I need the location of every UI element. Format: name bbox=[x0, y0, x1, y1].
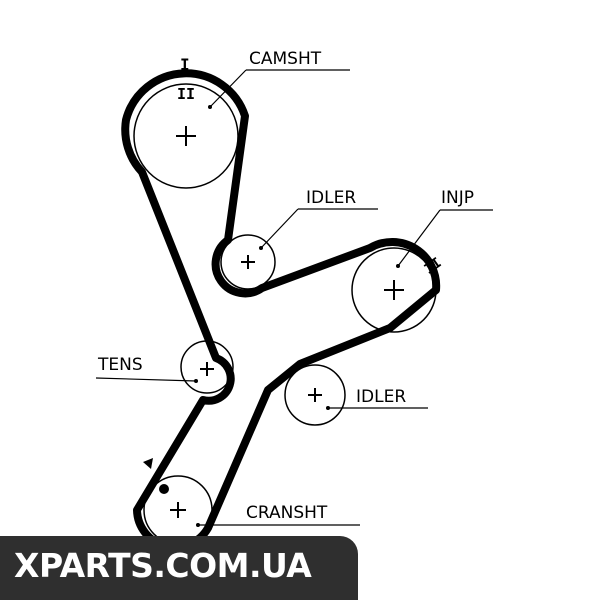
watermark-text: XPARTS.COM.UA bbox=[14, 546, 312, 585]
upper-idler-pulley bbox=[220, 234, 276, 290]
injection-pump-pulley bbox=[351, 247, 437, 333]
upper-idler-label: IDLER bbox=[306, 188, 356, 208]
injp-leader bbox=[397, 209, 441, 267]
tensioner-leader bbox=[95, 377, 197, 382]
crank-arrow-mark bbox=[143, 458, 153, 469]
camshaft-label: CAMSHT bbox=[249, 49, 322, 69]
lower-idler-pulley bbox=[284, 364, 346, 426]
injection-pump-label: INJP bbox=[441, 188, 474, 208]
timing-belt bbox=[121, 69, 441, 552]
crankshaft-pulley bbox=[143, 475, 213, 545]
injp-mark: II bbox=[422, 255, 445, 278]
cam-top-mark: I bbox=[180, 55, 190, 74]
crankshaft-label: CRANSHT bbox=[246, 503, 328, 523]
tensioner-pulley bbox=[180, 340, 234, 394]
tensioner-label: TENS bbox=[97, 355, 143, 375]
upper-idler-leader bbox=[260, 208, 299, 249]
lower-idler-label: IDLER bbox=[356, 387, 406, 407]
camshaft-leader bbox=[209, 69, 247, 108]
cam-inner-mark: II bbox=[177, 85, 195, 103]
watermark-banner bbox=[0, 536, 358, 600]
